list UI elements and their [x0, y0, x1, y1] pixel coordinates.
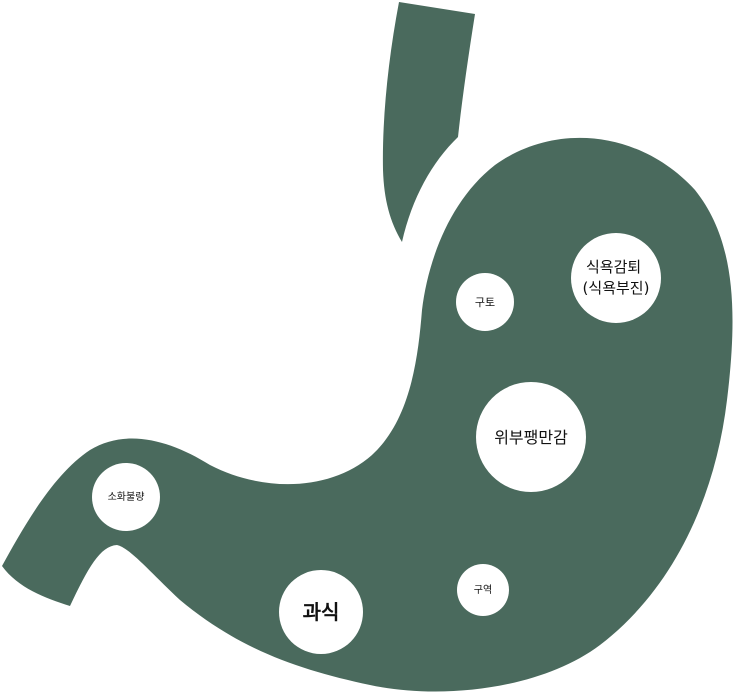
- symptom-bubble-appetite-loss: 식욕감퇴 (식욕부진): [571, 233, 661, 323]
- svg-text:위부팽만감: 위부팽만감: [494, 428, 568, 447]
- bubble-circle: [456, 273, 514, 331]
- stomach-shape: [2, 137, 733, 692]
- bubble-label-line: 소화불량: [108, 491, 145, 503]
- symptom-bubble-overeating: 과식: [279, 570, 363, 654]
- symptom-bubble-vomiting: 구토: [456, 273, 514, 331]
- symptom-bubble-indigestion: 소화불량: [92, 463, 160, 531]
- bubble-circle: [92, 463, 160, 531]
- symptom-bubble-bloating: 위부팽만감: [476, 382, 586, 492]
- esophagus-shape: [382, 2, 475, 242]
- bubble-circle: [571, 233, 661, 323]
- bubble-label-line: (식욕부진): [583, 279, 650, 297]
- bubble-circle: [279, 570, 363, 654]
- bubble-label-line: 구역: [474, 584, 492, 596]
- svg-text:구토: 구토: [475, 296, 495, 309]
- bubble-label-line: 위부팽만감: [494, 428, 568, 447]
- svg-text:과식: 과식: [303, 600, 340, 624]
- symptom-bubble-nausea: 구역: [457, 564, 509, 616]
- svg-text:소화불량: 소화불량: [108, 491, 145, 503]
- svg-text:구역: 구역: [474, 584, 492, 596]
- bubble-label-line: 구토: [475, 296, 495, 309]
- bubble-circle: [476, 382, 586, 492]
- bubble-circle: [457, 564, 509, 616]
- bubble-label-line: 과식: [303, 600, 340, 624]
- svg-text:식욕감퇴 (식욕부진): 식욕감퇴 (식욕부진): [583, 258, 650, 297]
- bubble-label-line: 식욕감퇴: [586, 258, 641, 276]
